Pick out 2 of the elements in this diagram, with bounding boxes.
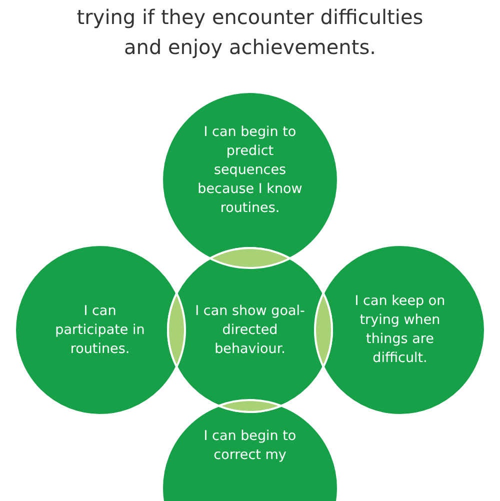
circle-text: I can participate in routines. <box>50 302 150 358</box>
title: trying if they encounter difficulties and enjoy achievements. <box>76 4 424 61</box>
